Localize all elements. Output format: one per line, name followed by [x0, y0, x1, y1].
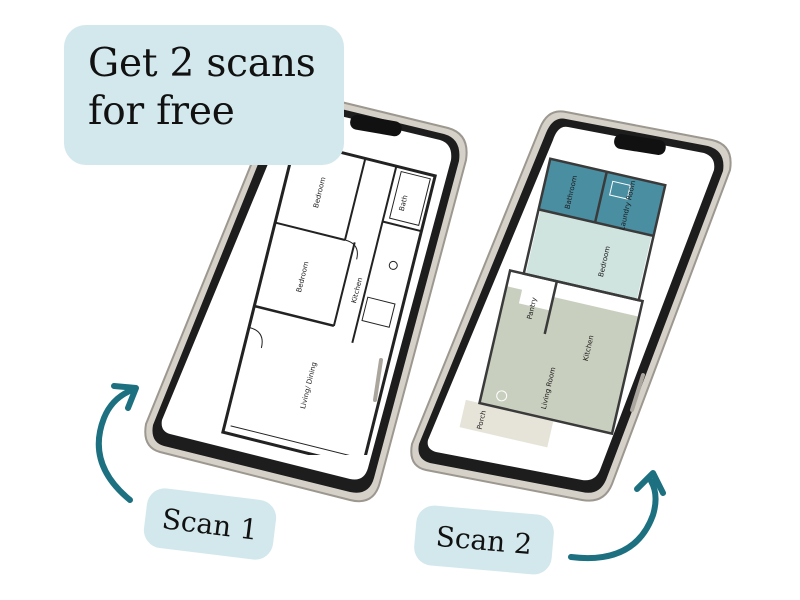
scan-2-text: Scan 2 — [434, 519, 534, 561]
headline-line-1: Get 2 scans — [88, 41, 316, 86]
curved-arrow-icon-right — [568, 470, 666, 561]
room-label-bedroom-2: Bedroom — [295, 260, 310, 293]
room-label-living-dining: Living/ Dining — [299, 361, 318, 410]
scan-1-text: Scan 1 — [160, 501, 260, 547]
headline-bubble: Get 2 scans for free — [64, 25, 344, 165]
floor-plan-right: Bathroom Laundry Room Bedroom Pantry Kit… — [459, 157, 667, 448]
room-label-bath: Bath — [398, 194, 410, 212]
scan-2-label: Scan 2 — [412, 504, 556, 576]
floor-plan-left: Bath Bedroom Bedroom Kitchen Living/ Din… — [221, 139, 437, 455]
room-label-bedroom-1: Bedroom — [312, 176, 327, 209]
curved-arrow-icon-left — [95, 383, 139, 503]
headline-line-2: for free — [88, 89, 235, 134]
